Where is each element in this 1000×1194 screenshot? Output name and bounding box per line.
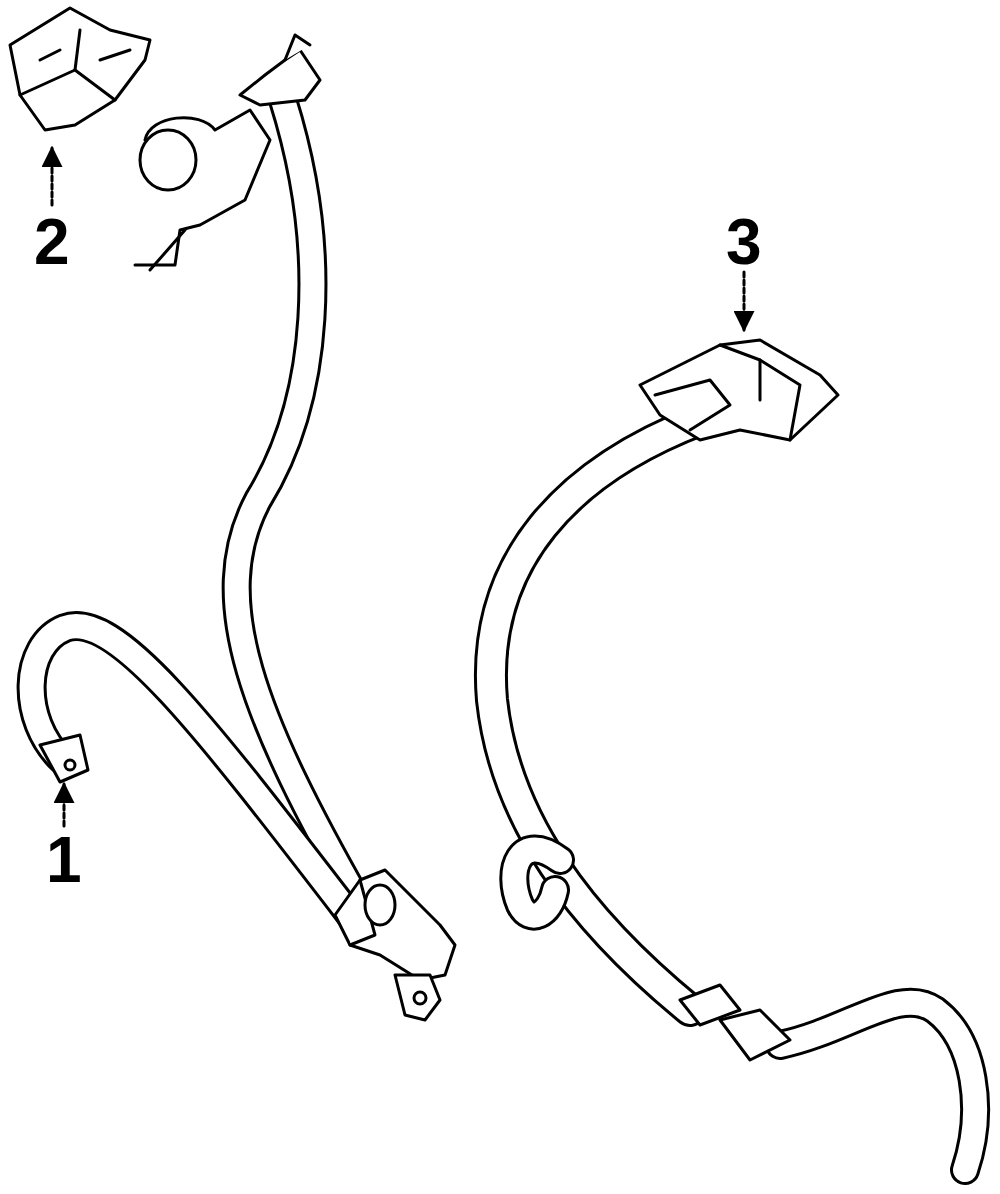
leader-line	[743, 272, 746, 330]
callout-number: 3	[726, 210, 762, 274]
callout-number: 2	[34, 210, 70, 274]
lap-belt	[32, 626, 350, 915]
strap-adjuster	[680, 985, 790, 1060]
callout-number: 1	[46, 828, 82, 892]
anchor-plate	[40, 735, 88, 782]
buckle-belt	[491, 420, 975, 1170]
retractor	[135, 35, 320, 270]
leader-line	[51, 148, 54, 205]
retractor-cover	[10, 8, 150, 130]
leader-line	[63, 784, 66, 826]
belt-buckle	[335, 870, 455, 1020]
buckle-tongue	[640, 340, 838, 440]
